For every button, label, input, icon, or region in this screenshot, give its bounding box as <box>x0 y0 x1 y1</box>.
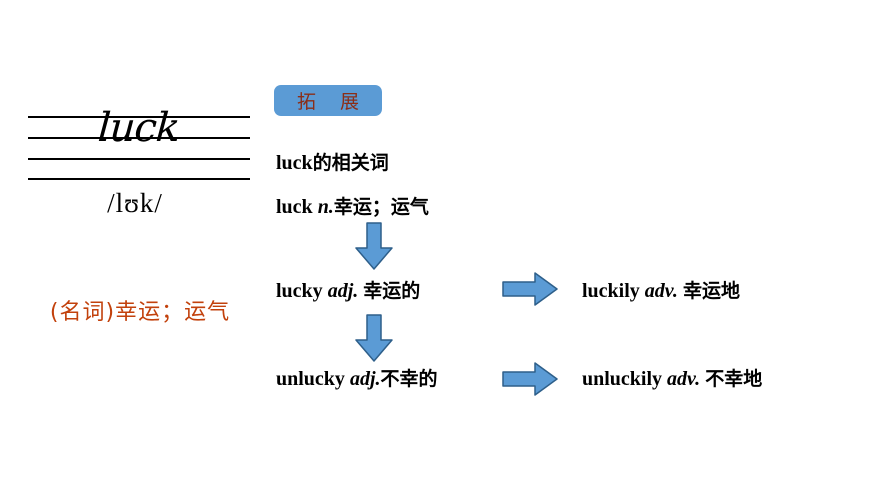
entry-pos: adv. <box>644 280 678 302</box>
entry-luck-noun: luck n.幸运；运气 <box>276 192 429 219</box>
guide-line-2 <box>28 137 250 139</box>
arrow-right-icon <box>502 272 558 306</box>
guide-line-3 <box>28 158 250 160</box>
entry-lucky-adj: lucky adj. 幸运的 <box>276 276 420 303</box>
entry-meaning: 幸运地 <box>682 280 740 302</box>
arrow-right-icon <box>502 362 558 396</box>
entry-meaning: 不幸的 <box>380 368 438 390</box>
extension-badge: 拓 展 <box>274 85 382 116</box>
entry-unlucky-adj: unlucky adj.不幸的 <box>276 364 438 391</box>
word-meaning-chinese: (名词)幸运；运气 <box>49 300 231 325</box>
entry-pos: adv. <box>667 368 701 390</box>
entry-word: luck <box>276 196 313 218</box>
phonetic-transcription: /lʊk/ <box>107 188 163 218</box>
guide-line-1 <box>28 116 250 118</box>
entry-word: unluckily <box>582 368 663 390</box>
handwritten-word: luck <box>96 105 181 151</box>
guide-line-4 <box>28 178 250 180</box>
entry-unluckily-adv: unluckily adv. 不幸地 <box>582 364 762 391</box>
entry-meaning: 幸运的 <box>363 280 421 302</box>
entry-meaning: 幸运；运气 <box>333 196 429 218</box>
entry-pos: adj. <box>327 280 359 302</box>
word-card: luck /lʊk/ (名词)幸运；运气 <box>0 0 270 489</box>
heading-word: luck <box>276 152 313 174</box>
arrow-down-icon <box>355 314 393 362</box>
related-words-heading: luck的相关词 <box>276 148 389 175</box>
entry-meaning: 不幸地 <box>705 368 763 390</box>
arrow-down-icon <box>355 222 393 270</box>
four-line-writing-guide <box>28 116 250 180</box>
entry-luckily-adv: luckily adv. 幸运地 <box>582 276 740 303</box>
entry-pos: n. <box>317 196 334 218</box>
entry-word: lucky <box>276 280 323 302</box>
entry-word: unlucky <box>276 368 345 390</box>
entry-word: luckily <box>582 280 640 302</box>
extension-panel: 拓 展 luck的相关词 luck n.幸运；运气 lucky adj. 幸运的… <box>270 0 870 489</box>
heading-label: 的相关词 <box>312 152 389 174</box>
entry-pos: adj. <box>349 368 381 390</box>
